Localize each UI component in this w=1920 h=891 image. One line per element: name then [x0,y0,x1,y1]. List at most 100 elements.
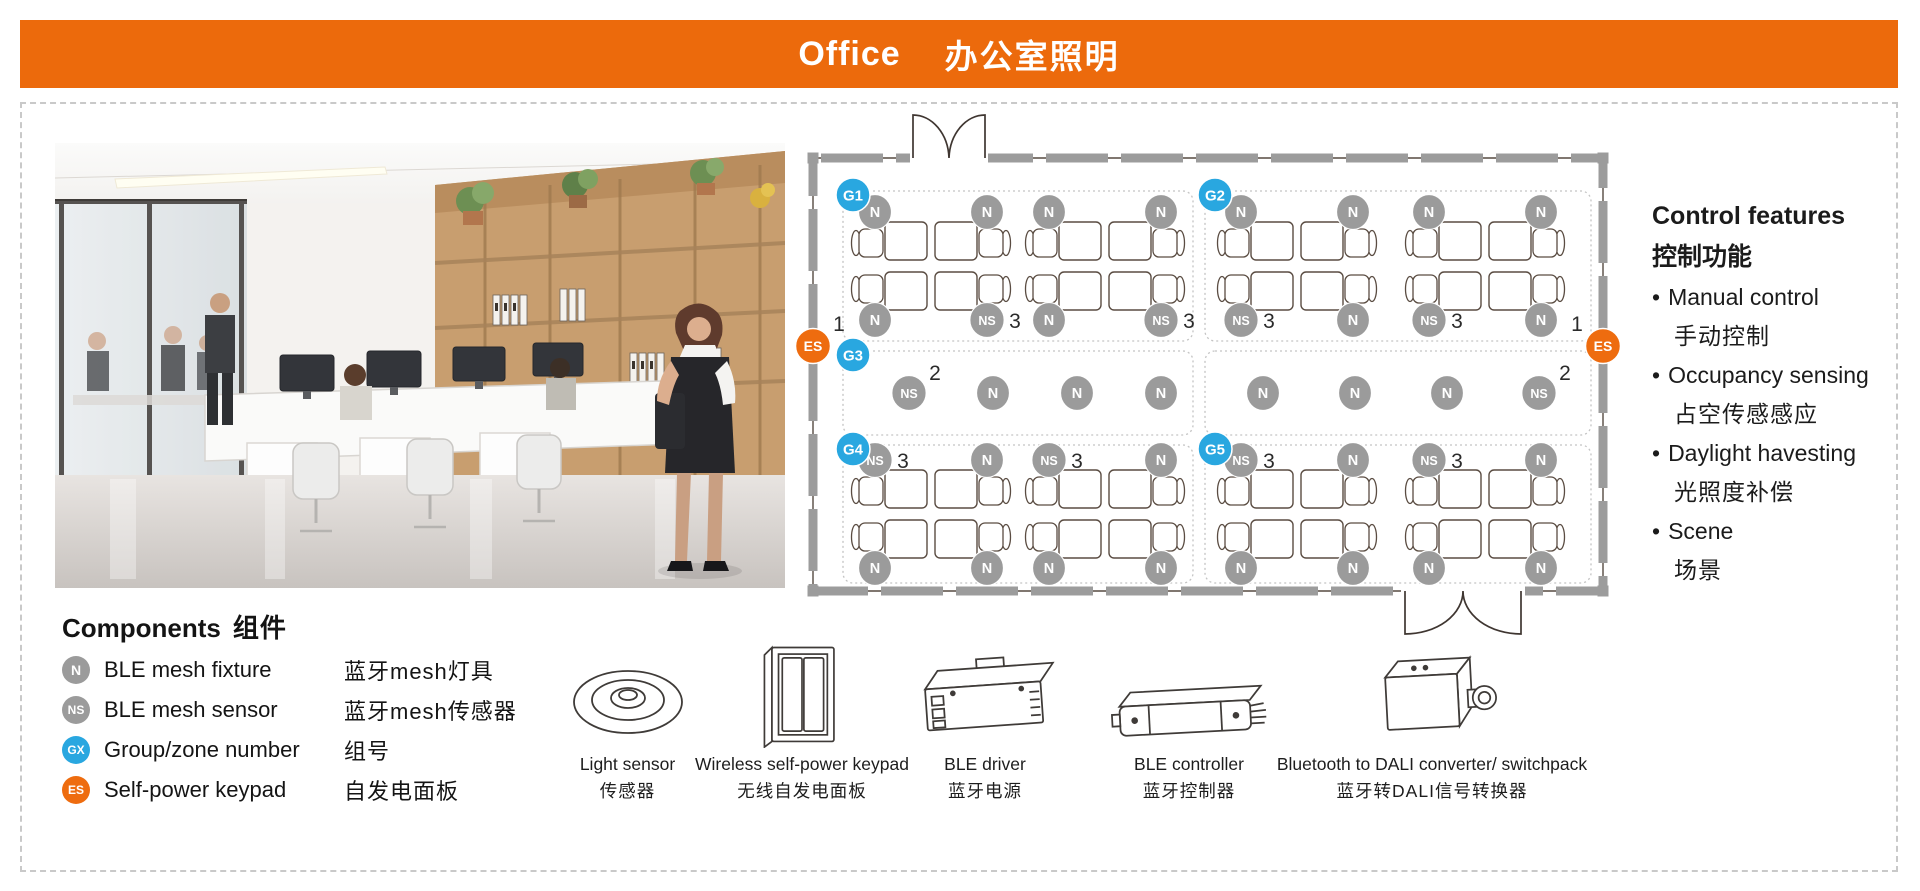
chair [1032,274,1058,304]
svg-text:G1: G1 [843,188,863,205]
count-label: 2 [929,362,941,385]
svg-text:ES: ES [1594,338,1613,354]
desk [1300,271,1344,311]
desk [934,271,978,311]
desk [1058,271,1102,311]
svg-text:N: N [982,453,992,469]
desk [1438,221,1482,261]
fixture-badge [1059,374,1095,412]
chair [858,522,884,552]
count-label: 3 [1183,310,1195,333]
chair [858,476,884,506]
sensor-badge [1411,441,1447,479]
desk [1488,221,1532,261]
svg-text:N: N [1156,205,1166,221]
chair [1412,228,1438,258]
bullet-icon: • [1652,284,1661,310]
svg-text:G4: G4 [843,442,864,459]
svg-text:N: N [1044,313,1054,329]
fixture-badge [1223,193,1259,231]
svg-text:NS: NS [1232,454,1249,468]
svg-text:N: N [1348,205,1358,221]
fixture-badge [1411,193,1447,231]
legend-label-en: BLE mesh fixture [104,657,272,682]
fixture-badge [1143,374,1179,412]
sensor-badge [1411,301,1447,339]
count-label: 3 [1009,310,1021,333]
desk [884,519,928,559]
legend-label-en: BLE mesh sensor [104,697,278,722]
person-foreground [655,303,742,579]
legend-label-en: Group/zone number [104,737,300,762]
chair [858,228,884,258]
svg-text:N: N [1442,386,1452,402]
chair [1152,228,1178,258]
desk [1250,469,1294,509]
svg-text:NS: NS [900,387,917,401]
svg-text:NS: NS [978,314,995,328]
svg-text:G5: G5 [1205,442,1225,459]
svg-text:N: N [1258,386,1268,402]
control-feature-en: •Manual control [1652,284,1819,310]
count-label: 3 [897,450,909,473]
fixture-badge [1523,549,1559,587]
count-label: 1 [833,313,845,336]
group-badge-g1 [835,177,871,213]
sensor-badge [891,374,927,412]
chair [1344,228,1370,258]
svg-text:G2: G2 [1205,188,1225,205]
desk [1300,469,1344,509]
svg-text:N: N [1348,453,1358,469]
title-bar: Office 办公室照明 [20,20,1898,88]
svg-text:NS: NS [1152,314,1169,328]
control-features-title-en: Control features [1652,202,1846,230]
bullet-icon: • [1652,362,1661,388]
chair [1032,522,1058,552]
wall-corner [807,585,819,597]
fixture-badge [1031,549,1067,587]
components-title-zh: 组件 [232,613,287,643]
svg-text:N: N [1044,205,1054,221]
fixture-badge [1523,441,1559,479]
desk [934,519,978,559]
desk [1250,519,1294,559]
svg-text:G3: G3 [843,348,863,365]
svg-text:N: N [1536,313,1546,329]
content-frame [20,102,1898,872]
chair [1224,274,1250,304]
wall-corner [807,152,819,164]
count-label: 3 [1071,450,1083,473]
desk [1108,271,1152,311]
wall-corner [1597,152,1609,164]
group-badge-g2 [1197,177,1233,213]
chair [1532,476,1558,506]
control-features-title-zh: 控制功能 [1652,243,1753,271]
office-photo [55,143,785,588]
desk [1058,469,1102,509]
svg-text:N: N [870,205,880,221]
legend-label-zh: 蓝牙mesh灯具 [344,659,494,684]
count-label: 3 [1263,310,1275,333]
chair [1412,476,1438,506]
chair [1532,274,1558,304]
fixture-badge [1335,549,1371,587]
chair [858,274,884,304]
fixture-badge [1523,301,1559,339]
wall-corner [1597,585,1609,597]
control-features-panel: Control features 控制功能 •Manual control 手动控… [1652,196,1902,590]
sensor-badge [1223,301,1259,339]
fixture-badge [975,374,1011,412]
legend-label-zh: 组号 [344,739,391,764]
control-feature-zh: 手动控制 [1674,323,1770,349]
group-badge-g4 [835,431,871,467]
svg-text:NS: NS [866,454,883,468]
self-power-keypad-badge [1584,327,1622,365]
door-bottom [1404,590,1522,635]
desk [1058,519,1102,559]
